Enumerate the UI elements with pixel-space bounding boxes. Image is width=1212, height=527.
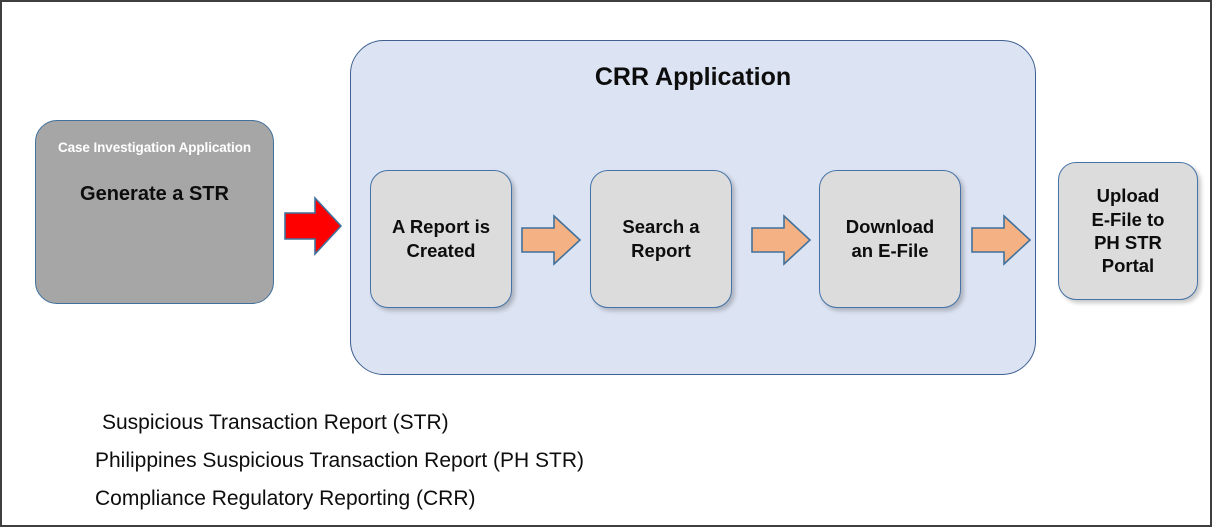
step-arrow-3-icon <box>970 214 1032 266</box>
step-box-download-efile[interactable]: Download an E-File <box>819 170 961 308</box>
source-system-box[interactable]: Case Investigation Application Generate … <box>35 120 274 304</box>
step-label: Search a Report <box>622 215 700 261</box>
step-label: Download an E-File <box>845 215 935 261</box>
step-label: Upload E-File to PH STR Portal <box>1091 185 1165 277</box>
handoff-arrow-icon <box>283 195 343 257</box>
step-arrow-2-icon <box>750 214 812 266</box>
step-arrow-1-icon <box>520 214 582 266</box>
crr-application-title: CRR Application <box>594 63 792 91</box>
legend-item-crr: Compliance Regulatory Reporting (CRR) <box>95 487 476 510</box>
acronym-legend: Suspicious Transaction Report (STR) Phil… <box>95 404 655 518</box>
source-system-title: Generate a STR <box>80 183 229 205</box>
legend-item-str: Suspicious Transaction Report (STR) <box>102 411 449 434</box>
step-box-upload-portal[interactable]: Upload E-File to PH STR Portal <box>1058 162 1198 300</box>
step-box-search-report[interactable]: Search a Report <box>590 170 732 308</box>
source-system-caption: Case Investigation Application <box>57 140 252 155</box>
legend-item-ph-str: Philippines Suspicious Transaction Repor… <box>95 449 585 472</box>
step-box-report-created[interactable]: A Report is Created <box>370 170 512 308</box>
step-label: A Report is Created <box>392 215 490 261</box>
